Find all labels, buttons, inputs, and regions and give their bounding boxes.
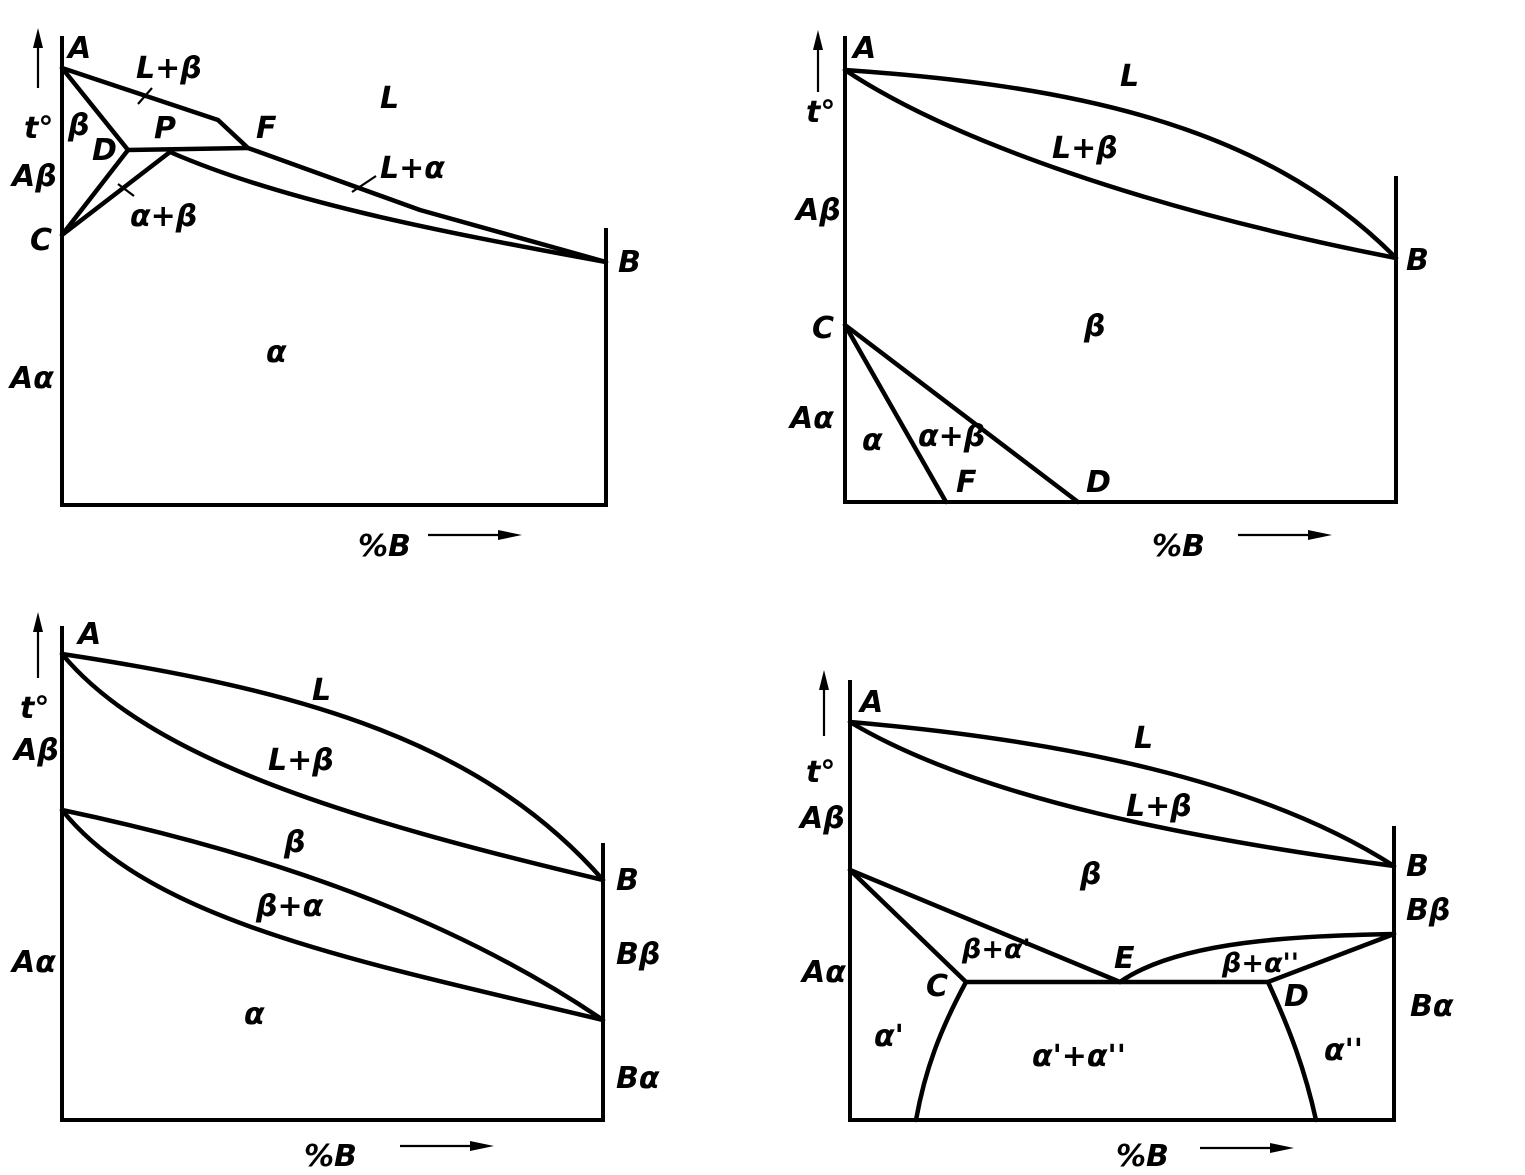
diagram-3-isomorphous-polymorphic: A t° Aβ Aα B Bβ Bα L L+β β β+α α %B: [10, 612, 660, 1174]
diagram-3-x-axis-label: %B: [304, 1139, 357, 1174]
diagram-4-right-label-balpha: Bα: [1410, 989, 1454, 1024]
diagram-1-x-axis-label: %B: [358, 529, 411, 564]
diagram-2-region-l-beta: L+β: [1052, 131, 1118, 166]
diagram-3-region-l: L: [312, 673, 331, 708]
diagram-3-right-label-b: B: [616, 863, 639, 898]
diagram-3-region-beta: β: [283, 825, 305, 860]
diagram-1-right-label-b: B: [618, 245, 641, 280]
diagram-2-temperature-arrow: [813, 30, 823, 92]
diagram-1-region-l-alpha: L+α: [380, 151, 445, 186]
diagram-3-frame: [60, 626, 605, 1122]
diagram-4-eutectoid-polymorphic: A t° Aβ Aα B Bβ Bα L L+β β β+α' β+α'' α'…: [798, 670, 1454, 1174]
diagram-3-region-beta-alpha: β+α: [255, 889, 324, 924]
diagram-2-right-label-b: B: [1406, 243, 1429, 278]
diagram-1-point-p: P: [154, 111, 176, 146]
diagram-3-t-axis-label: t°: [20, 691, 49, 726]
diagram-2-left-label-c: C: [812, 311, 834, 346]
diagram-2-region-alpha: α: [862, 423, 883, 458]
diagram-4-region-beta-alpha-prime: β+α': [961, 934, 1031, 965]
diagram-3-right-label-balpha: Bα: [616, 1061, 660, 1096]
diagram-2-x-axis-label: %B: [1152, 529, 1205, 564]
diagram-1-left-label-aalpha: Aα: [8, 361, 54, 396]
diagram-3-labels: A t° Aβ Aα B Bβ Bα L L+β β β+α α %B: [10, 617, 660, 1174]
diagram-4-region-alpha-double-prime: α'': [1324, 1033, 1363, 1068]
diagram-4-temperature-arrow: [819, 670, 829, 736]
diagram-1-t-axis-label: t°: [24, 111, 53, 146]
diagram-4-left-label-aalpha: Aα: [800, 955, 846, 990]
diagram-1-x-arrow: [428, 530, 522, 540]
diagram-4-region-beta-alpha-double-prime: β+α'': [1221, 948, 1299, 979]
diagram-3-x-arrow: [400, 1141, 494, 1151]
diagram-2-labels: A t° Aβ C Aα B L L+β β α α+β F D %B: [788, 31, 1429, 564]
diagram-1-region-l-beta: L+β: [136, 51, 202, 86]
diagram-1-region-l: L: [380, 81, 399, 116]
diagram-4-frame: [848, 680, 1396, 1122]
diagram-4-region-l: L: [1134, 721, 1153, 756]
diagram-2-region-alpha-beta: α+β: [918, 419, 985, 454]
diagram-1-region-alpha: α: [266, 335, 287, 370]
diagram-1-left-label-abeta: Aβ: [10, 159, 57, 194]
diagram-2-t-axis-label: t°: [806, 95, 835, 130]
diagram-4-t-axis-label: t°: [806, 755, 835, 790]
diagram-2-point-f: F: [956, 465, 977, 500]
diagram-4-left-label-abeta: Aβ: [798, 801, 845, 836]
diagram-2-left-label-abeta: Aβ: [794, 193, 841, 228]
diagram-3-left-label-abeta: Aβ: [12, 733, 59, 768]
diagram-1-point-d: D: [92, 133, 117, 168]
diagram-2-region-beta: β: [1083, 309, 1105, 344]
diagram-4-phase-lines: [847, 719, 1397, 1123]
diagram-2-region-l: L: [1120, 59, 1139, 94]
diagram-4-point-d: D: [1284, 979, 1309, 1014]
diagram-4-x-axis-label: %B: [1116, 1139, 1169, 1174]
diagram-2-x-arrow: [1238, 530, 1332, 540]
diagram-2-phase-lines: [842, 67, 1399, 505]
diagram-3-left-label-a: A: [76, 617, 101, 652]
diagram-4-labels: A t° Aβ Aα B Bβ Bα L L+β β β+α' β+α'' α'…: [798, 685, 1454, 1174]
diagram-1-phase-lines: [59, 65, 609, 265]
diagram-4-left-label-a: A: [858, 685, 883, 720]
diagram-4-region-l-beta: L+β: [1126, 789, 1192, 824]
diagram-4-right-label-bbeta: Bβ: [1406, 893, 1450, 928]
diagram-2-left-label-aalpha: Aα: [788, 401, 834, 436]
diagram-1-labels: t° A Aβ C Aα B D P F L L+β β L+α α+β α %…: [8, 31, 641, 564]
diagram-4-point-e: E: [1114, 941, 1135, 976]
diagram-2-frame: [843, 36, 1398, 504]
diagram-4-region-beta: β: [1079, 857, 1101, 892]
diagram-1-region-alpha-beta: α+β: [130, 199, 197, 234]
diagram-1-eutectoid-peritectic: t° A Aβ C Aα B D P F L L+β β L+α α+β α %…: [8, 28, 641, 564]
diagram-2-left-label-a: A: [851, 31, 876, 66]
diagram-2-point-d: D: [1086, 465, 1111, 500]
diagram-3-region-alpha: α: [244, 997, 265, 1032]
diagram-1-point-f: F: [256, 111, 277, 146]
diagram-1-frame: [60, 36, 608, 507]
diagram-3-temperature-arrow: [33, 612, 43, 678]
diagram-4-region-alpha-prime-alpha-double-prime: α'+α'': [1032, 1039, 1126, 1074]
diagram-2-polymorphic-solid-solution: A t° Aβ C Aα B L L+β β α α+β F D %B: [788, 30, 1429, 564]
diagram-1-temperature-arrow: [33, 28, 43, 88]
diagram-3-right-label-bbeta: Bβ: [616, 937, 660, 972]
diagram-4-x-arrow: [1200, 1143, 1294, 1153]
diagram-3-left-label-aalpha: Aα: [10, 945, 56, 980]
diagram-3-phase-lines: [59, 651, 606, 1023]
diagram-1-left-label-a: A: [66, 31, 91, 66]
diagram-3-region-l-beta: L+β: [268, 743, 334, 778]
diagram-4-point-c: C: [926, 969, 948, 1004]
diagram-4-region-alpha-prime: α': [874, 1019, 904, 1054]
diagram-1-left-label-c: C: [30, 223, 52, 258]
diagram-4-right-label-b: B: [1406, 849, 1429, 884]
diagram-1-region-beta: β: [67, 108, 89, 143]
